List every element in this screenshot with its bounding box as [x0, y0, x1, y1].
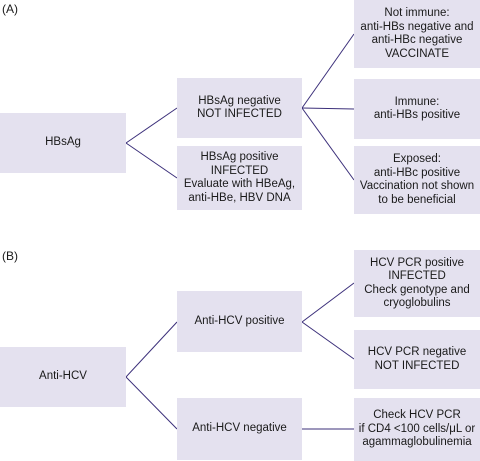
not-immune-line: anti-HBs negative and — [360, 20, 474, 33]
pcr-positive-box: HCV PCR positive INFECTED Check genotype… — [354, 250, 480, 317]
not-immune-line: anti-HBc negative — [371, 34, 463, 46]
not-immune-box: Not immune: anti-HBs negative and anti-H… — [354, 0, 480, 68]
pcr-positive-line: INFECTED — [388, 270, 446, 282]
hbsag-root-box: HBsAg — [0, 113, 126, 173]
connector-exposed — [301, 107, 355, 181]
check-pcr-box: Check HCV PCR if CD4 <100 cells/μL or ag… — [354, 398, 480, 461]
hbsag-negative-line: NOT INFECTED — [197, 108, 282, 120]
hbsag-positive-line: HBsAg positive — [200, 151, 279, 163]
hbsag-negative-line: HBsAg negative — [198, 94, 281, 107]
anti-hcv-negative-box: Anti-HCV negative — [177, 398, 302, 460]
anti-hcv-root-box: Anti-HCV — [0, 347, 126, 407]
pcr-positive-line: HCV PCR positive — [370, 256, 464, 269]
connector-anti-hcv-positive — [125, 321, 178, 378]
exposed-line: Vaccination not shown — [359, 180, 475, 192]
exposed-box: Exposed: anti-HBc positive Vaccination n… — [354, 146, 480, 214]
anti-hcv-root-text: Anti-HCV — [39, 370, 87, 383]
check-pcr-line: if CD4 <100 cells/μL or — [358, 422, 476, 435]
not-immune-line: Not immune: — [384, 7, 450, 19]
hbsag-positive-line: Evaluate with HBeAg, — [183, 178, 296, 190]
immune-box: Immune: anti-HBs positive — [354, 79, 480, 139]
check-pcr-line: Check HCV PCR — [373, 409, 461, 422]
hbsag-positive-box: HBsAg positive INFECTED Evaluate with HB… — [177, 146, 302, 210]
pcr-positive-line: Check genotype and — [364, 283, 470, 296]
check-pcr-line: agammaglobulinemia — [362, 436, 472, 449]
exposed-line: to be beneficial — [378, 193, 456, 206]
exposed-line: anti-HBc positive — [373, 166, 461, 179]
connector-pcr-negative — [301, 321, 355, 360]
pcr-negative-line: NOT INFECTED — [374, 359, 460, 372]
pcr-negative-box: HCV PCR negative NOT INFECTED — [354, 330, 480, 389]
panel-b-label: (B) — [2, 249, 18, 263]
hbsag-negative-box: HBsAg negative NOT INFECTED — [177, 78, 302, 138]
immune-line: Immune: — [394, 95, 440, 108]
exposed-line: Exposed: — [393, 153, 441, 165]
connector-not-immune — [301, 33, 355, 109]
hbsag-root-text: HBsAg — [45, 136, 81, 149]
pcr-negative-line: HCV PCR negative — [367, 346, 467, 358]
connector-anti-hcv-negative — [125, 376, 178, 430]
connector-hbsag-negative — [125, 107, 178, 144]
hbsag-positive-line: INFECTED — [210, 164, 269, 177]
not-immune-line: VACCINATE — [384, 47, 450, 60]
panel-a-label: (A) — [2, 2, 18, 16]
pcr-positive-line: cryoglobulins — [383, 297, 451, 309]
anti-hcv-positive-box: Anti-HCV positive — [177, 291, 302, 352]
connector-immune — [301, 107, 355, 110]
immune-line: anti-HBs positive — [373, 109, 461, 121]
anti-hcv-positive-text: Anti-HCV positive — [194, 314, 285, 327]
connector-pcr-positive — [301, 282, 355, 323]
connector-hbsag-positive — [125, 142, 178, 179]
hbsag-positive-line: anti-HBe, HBV DNA — [188, 191, 291, 204]
anti-hcv-negative-text: Anti-HCV negative — [192, 422, 287, 435]
